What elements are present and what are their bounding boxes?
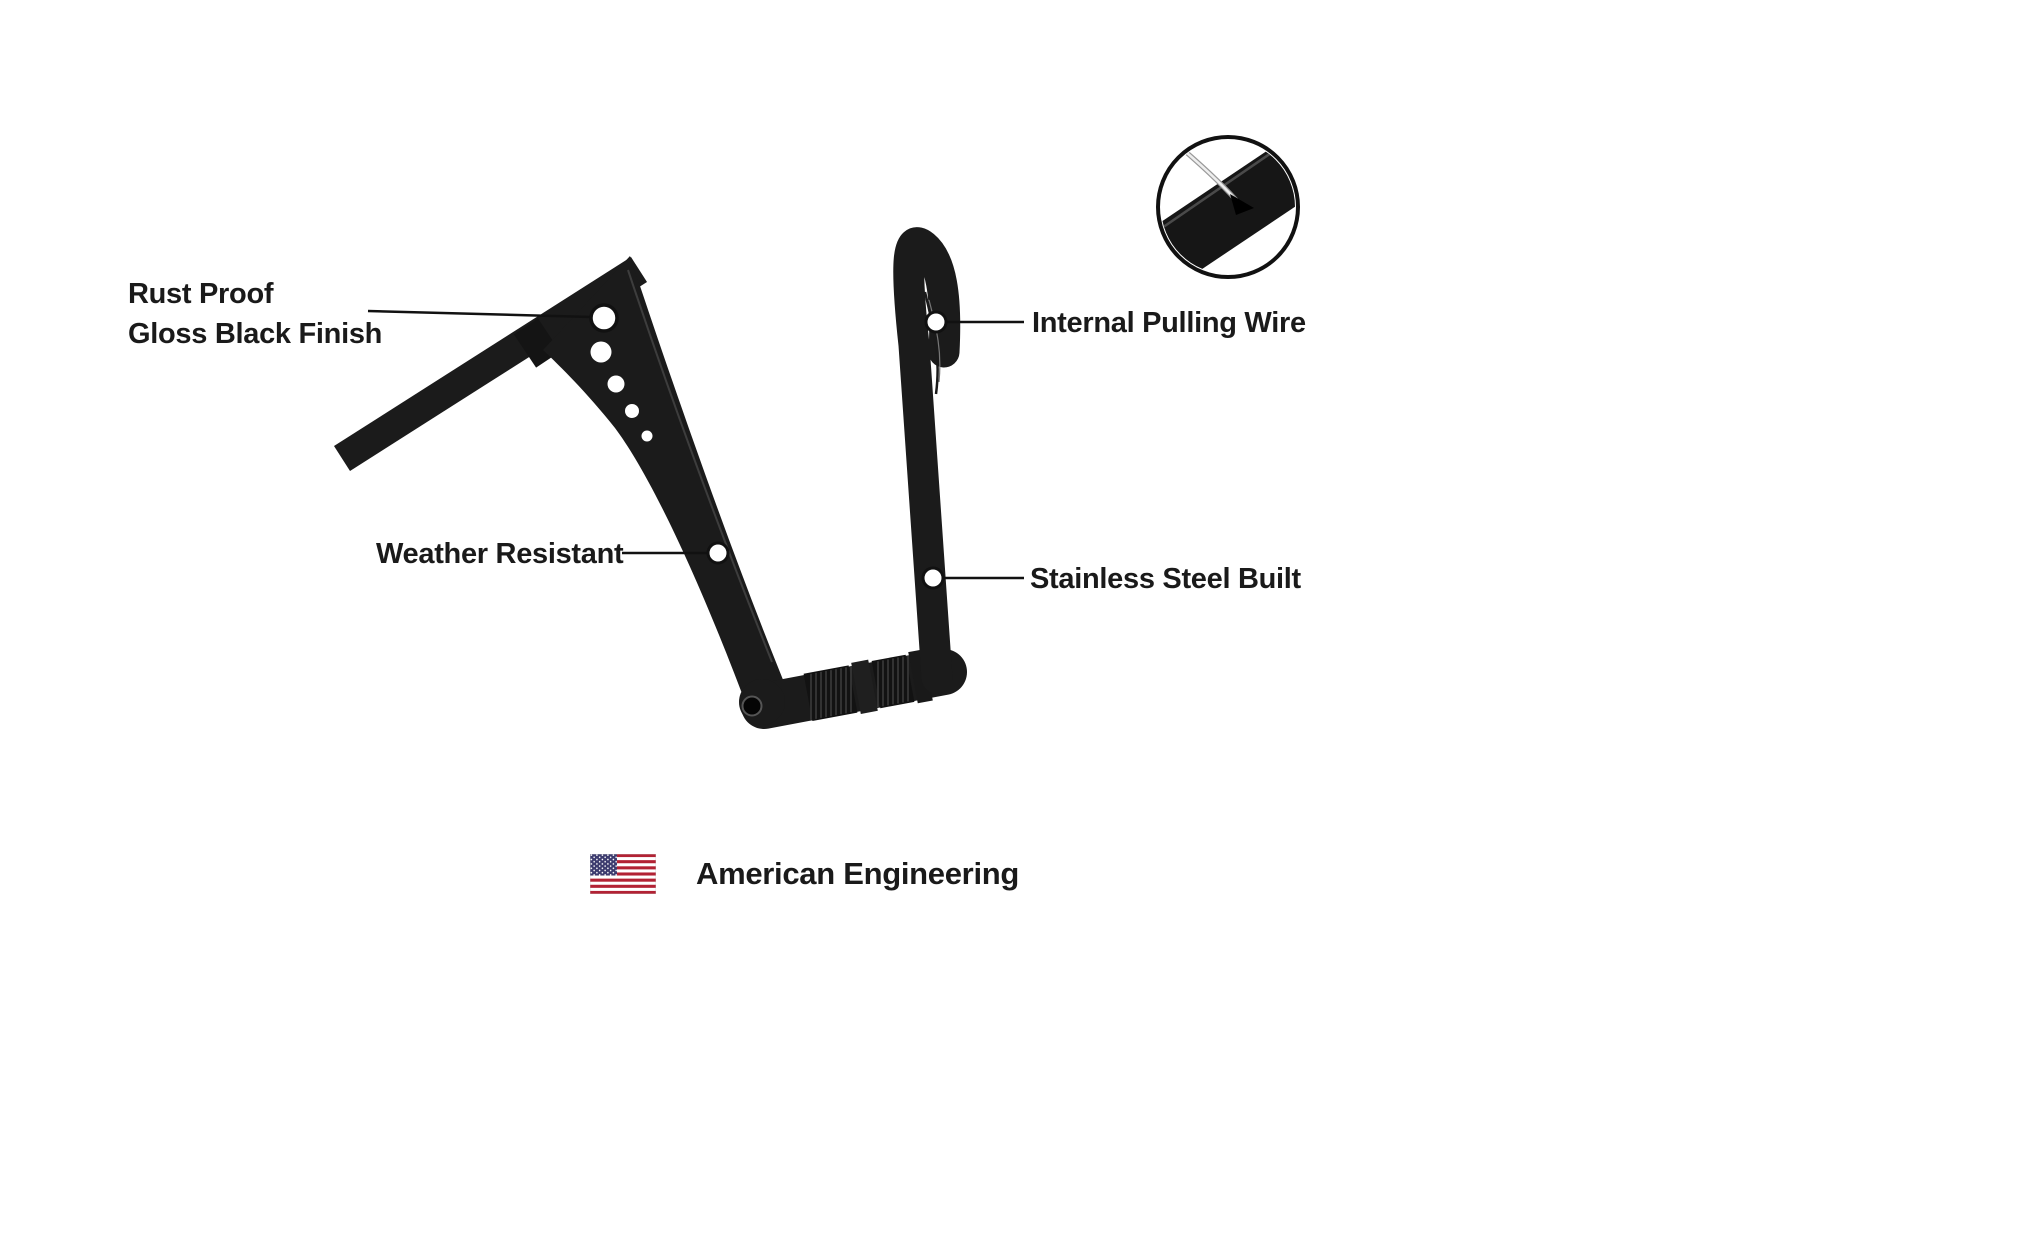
gusset-plate [543,256,788,712]
stainless-steel-marker [921,566,945,590]
knurl-section-right [871,654,915,709]
rust-proof-leader-line [367,309,592,319]
footer: American Engineering [590,854,1019,894]
bar-end-cap [739,679,785,725]
internal-wire-marker [924,310,948,334]
left-bar-ferrule [513,318,561,368]
rust-proof-marker [589,303,619,333]
callout-lines [367,309,1024,580]
footer-label: American Engineering [696,856,1020,891]
inset-wire-notch [1230,194,1254,215]
weather-resistant-marker [706,541,730,565]
callout-markers [589,303,948,590]
knurl-section-left [803,665,858,721]
callout-stainless-steel-built: Stainless Steel Built [1030,563,1301,595]
inset-bar-highlight [1161,140,1291,245]
us-flag-icon [590,854,656,894]
callout-rust-proof: Rust Proof Gloss Black Finish [128,278,383,350]
gusset-edge-highlight [627,269,773,663]
callout-weather-resistant: Weather Resistant [376,538,624,570]
right-riser [893,227,961,694]
internal-wire-detail-inset [1156,135,1300,279]
handlebar-illustration [334,227,967,729]
pulling-wire [923,291,941,395]
center-clamp-ring [851,659,878,714]
gusset-holes [590,341,653,442]
callout-internal-pulling-wire: Internal Pulling Wire [1032,307,1306,339]
left-grip-bar [334,257,647,471]
